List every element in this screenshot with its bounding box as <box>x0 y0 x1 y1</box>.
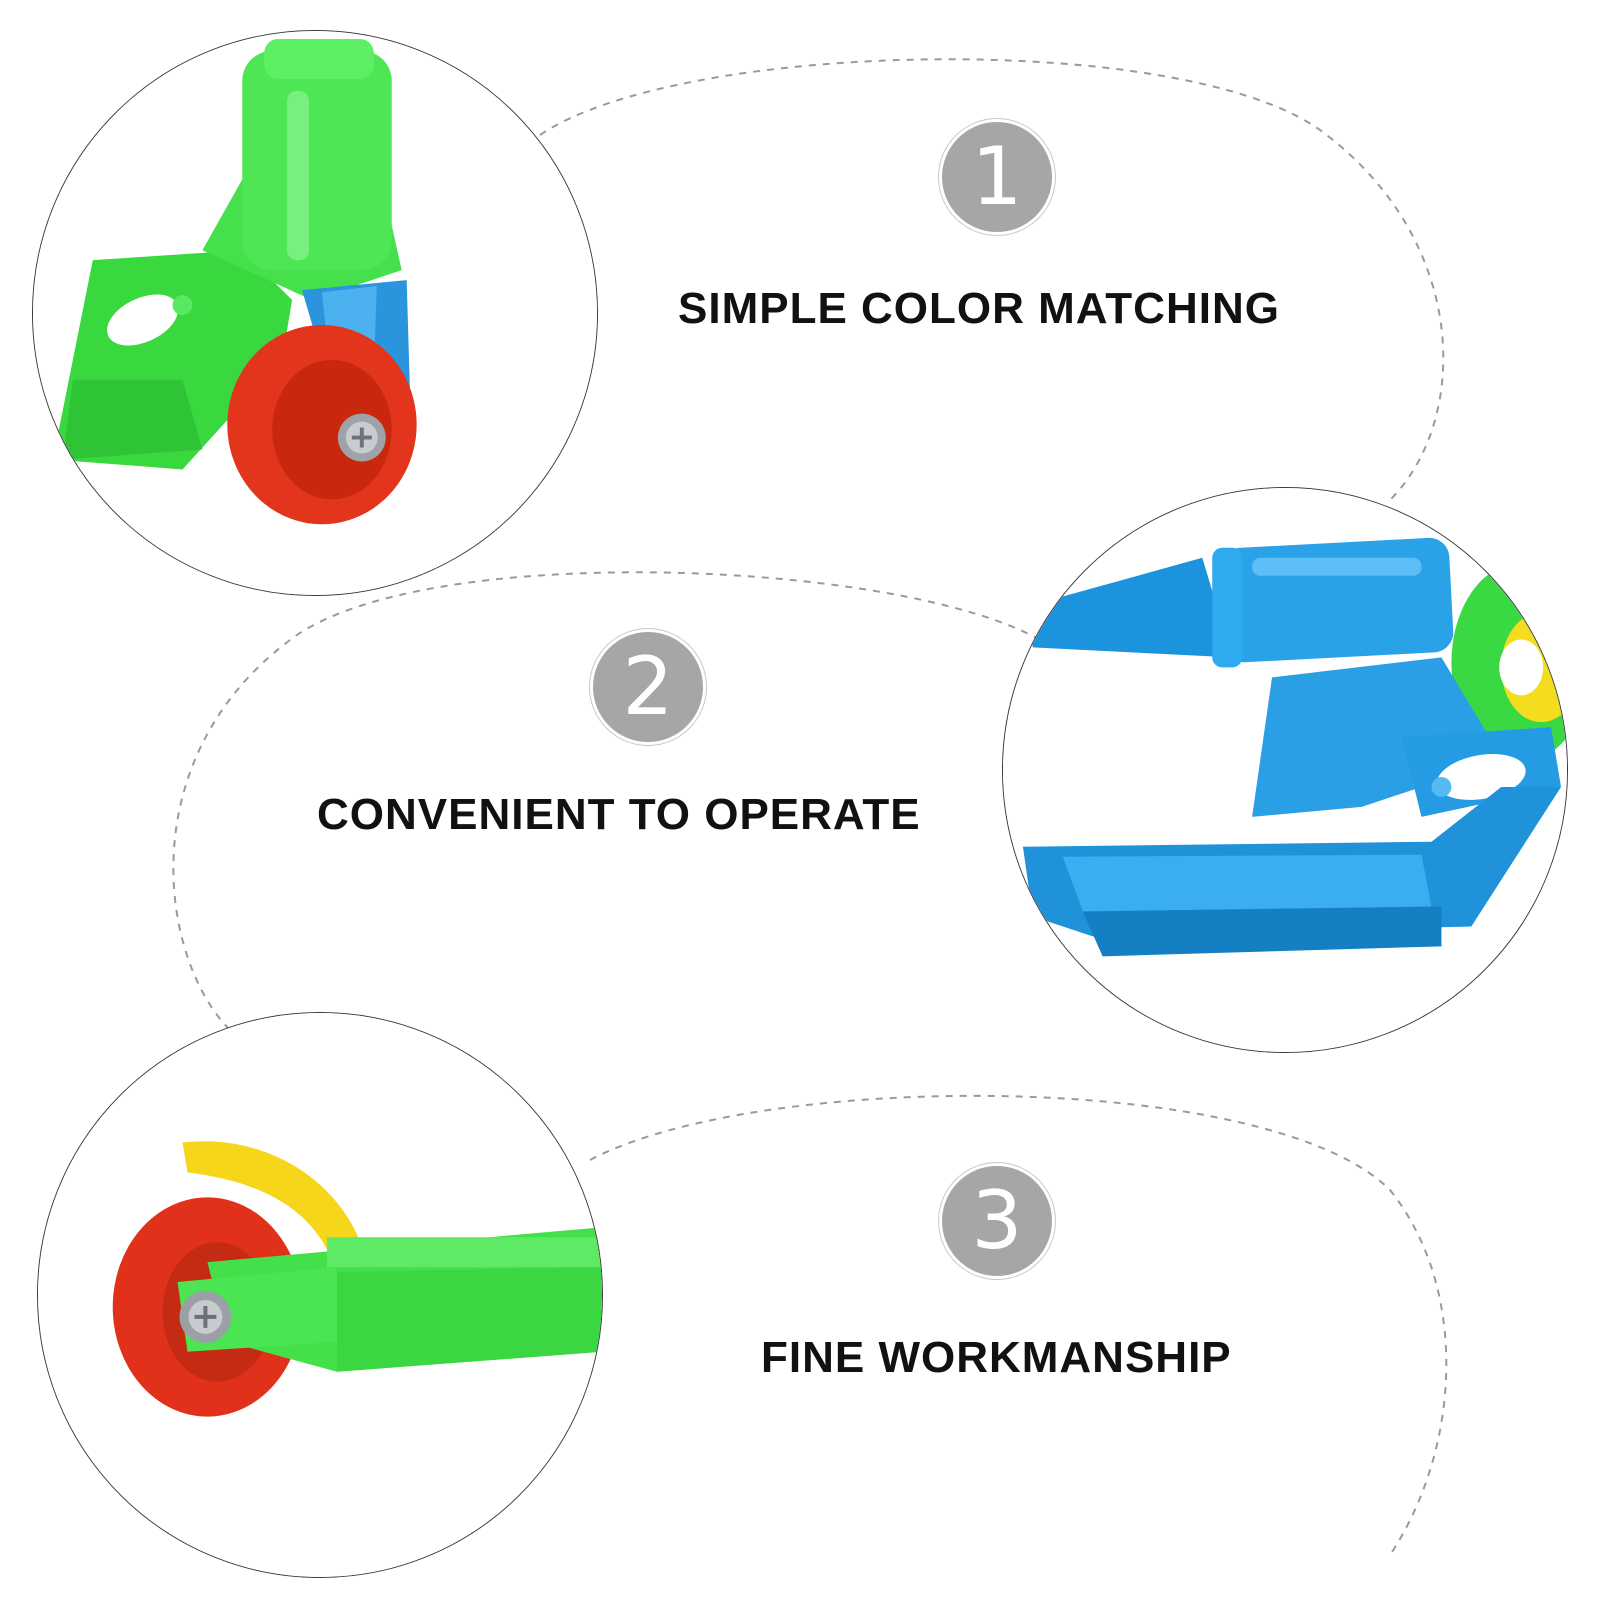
feature-title-3: FINE WORKMANSHIP <box>761 1333 1232 1382</box>
scooter-handlebar-clamp-photo <box>1002 487 1568 1053</box>
feature-title-1: SIMPLE COLOR MATCHING <box>678 284 1280 333</box>
step-number-badge-2: 2 <box>593 632 703 742</box>
step-number-badge-3: 3 <box>942 1166 1052 1276</box>
step-number-badge-1: 1 <box>942 122 1052 232</box>
scooter-rear-wheel-brake-photo <box>37 1012 603 1578</box>
feature-title-2: CONVENIENT TO OPERATE <box>317 790 921 839</box>
scooter-front-fork-wheel-photo <box>32 30 598 596</box>
